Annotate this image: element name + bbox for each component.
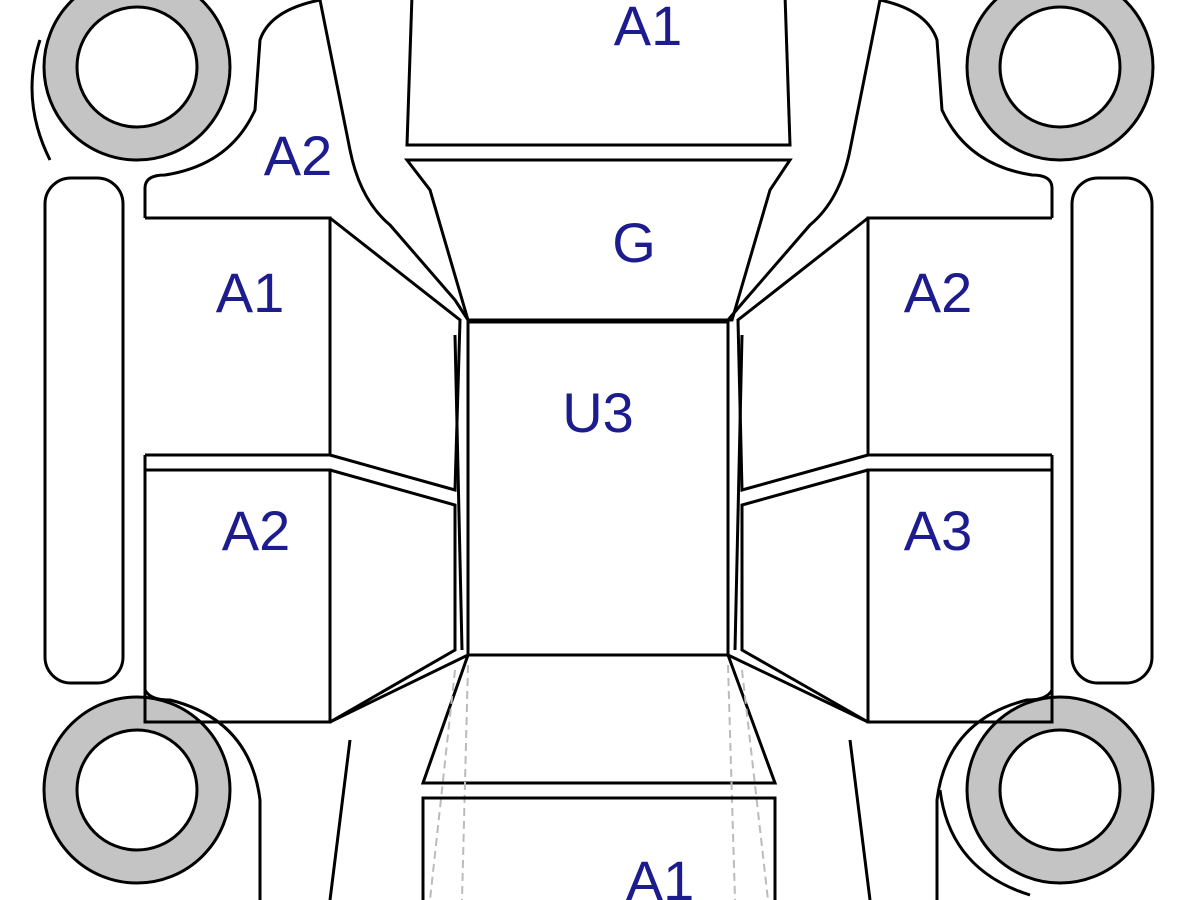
front-left-door-panel[interactable] — [143, 188, 332, 457]
label-rear-left-door: A2 — [222, 499, 291, 562]
label-front-left-fender: A2 — [264, 124, 333, 187]
label-roof: U3 — [562, 381, 634, 444]
wheel-front-left — [30, 0, 232, 162]
left-sill — [43, 176, 125, 685]
wheel-front-right — [965, 0, 1155, 162]
label-trunk: A1 — [626, 849, 695, 900]
windshield-panel[interactable] — [403, 158, 793, 322]
label-rear-right-door: A3 — [904, 499, 973, 562]
wheel-rear-right — [938, 695, 1155, 897]
rear-window-panel[interactable] — [420, 653, 778, 785]
label-front-right-door: A2 — [904, 261, 973, 324]
trunk-panel[interactable] — [421, 796, 777, 900]
label-hood: A1 — [614, 0, 683, 57]
label-windshield: G — [612, 211, 656, 274]
wheel-rear-left — [42, 695, 232, 885]
right-sill — [1070, 176, 1154, 685]
front-right-door-panel[interactable] — [866, 188, 1054, 457]
body-outline-right — [726, 0, 1054, 900]
hood-panel[interactable] — [405, 0, 792, 147]
label-front-left-door: A1 — [216, 261, 285, 324]
body-outline-left — [143, 0, 470, 900]
roof-panel[interactable] — [466, 320, 730, 657]
